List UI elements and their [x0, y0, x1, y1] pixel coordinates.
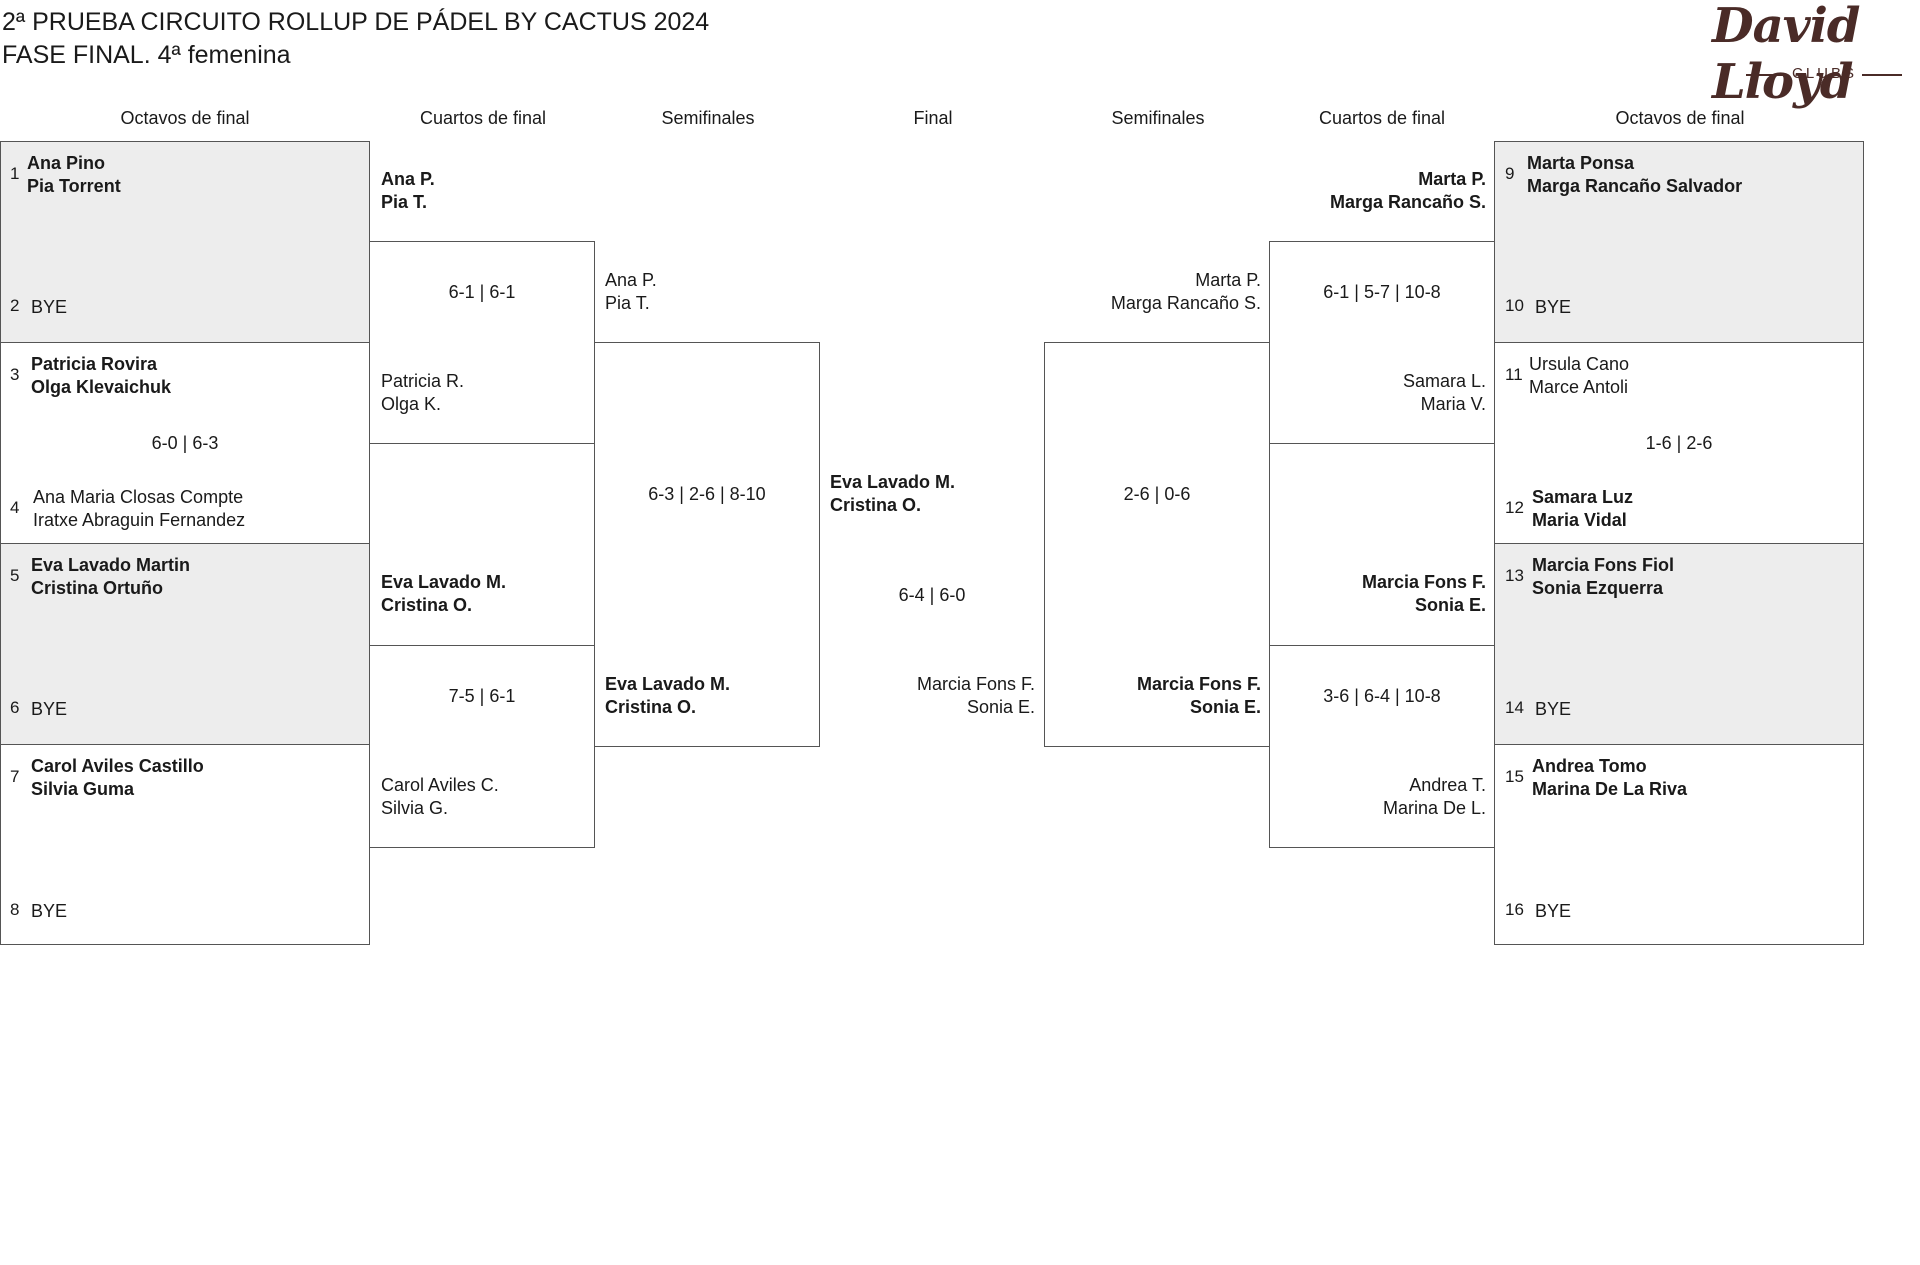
player-name: Marta P. [1418, 169, 1486, 189]
bye-label: BYE [1535, 297, 1572, 317]
seed-number: 10 [1505, 296, 1524, 315]
bye-label: BYE [31, 699, 68, 719]
round-header-right-sf: Semifinales [1111, 108, 1205, 128]
david-lloyd-logo: David Lloyd CLUBS [1712, 0, 1920, 110]
logo-rule-right [1862, 74, 1902, 76]
logo-clubs: CLUBS [1792, 65, 1858, 82]
seed-number: 7 [10, 767, 20, 786]
seed-number: 8 [10, 900, 20, 919]
match-score: 6-0 | 6-3 [151, 433, 219, 453]
round-header-left-sf: Semifinales [661, 108, 755, 128]
player-name: Carol Aviles C. [381, 775, 499, 795]
player-name: Sonia E. [1414, 595, 1486, 615]
player-name: Marga Rancaño Salvador [1527, 176, 1743, 196]
seed-number: 4 [10, 498, 20, 517]
match-box-9-10 [1494, 141, 1864, 343]
player-name: Ursula Cano [1529, 354, 1630, 374]
match-box-5-6 [0, 543, 370, 745]
seed-number: 2 [10, 296, 20, 315]
player-name: Marta P. [1195, 270, 1261, 290]
player-name: Marcia Fons F. [1361, 572, 1486, 592]
seed-number: 3 [10, 365, 20, 384]
player-name: Maria Vidal [1532, 510, 1627, 530]
player-name: Ana Pino [27, 153, 106, 173]
match-score: 6-3 | 2-6 | 8-10 [648, 484, 766, 504]
seed-number: 11 [1505, 365, 1523, 384]
player-name: Silvia Guma [31, 779, 135, 799]
match-score: 6-1 | 5-7 | 10-8 [1323, 282, 1441, 302]
seed-number: 1 [10, 164, 20, 183]
player-name: Eva Lavado Martin [31, 555, 191, 575]
seed-number: 13 [1505, 566, 1524, 585]
player-name: Marcia Fons Fiol [1532, 555, 1675, 575]
player-name: Pia Torrent [27, 176, 121, 196]
player-name: Sonia Ezquerra [1532, 578, 1664, 598]
bye-label: BYE [1535, 699, 1572, 719]
player-name: Iratxe Abraguin Fernandez [33, 510, 246, 530]
round-header-final: Final [913, 108, 953, 128]
player-name: Carol Aviles Castillo [31, 756, 204, 776]
champion-name: Cristina O. [830, 495, 922, 515]
player-name: Pia T. [605, 293, 650, 313]
match-box-1-2 [0, 141, 370, 343]
player-name: Marcia Fons F. [916, 674, 1035, 694]
round-header-right-qf: Cuartos de final [1318, 108, 1446, 128]
seed-number: 16 [1505, 900, 1524, 919]
seed-number: 6 [10, 698, 20, 717]
match-score: 6-1 | 6-1 [448, 282, 516, 302]
logo-wordmark: David Lloyd [1712, 0, 1860, 110]
player-name: Marina De L. [1382, 798, 1486, 818]
player-name: Cristina O. [381, 595, 473, 615]
player-name: Ana P. [605, 270, 657, 290]
seed-number: 14 [1505, 698, 1524, 717]
round-header-left-qf: Cuartos de final [419, 108, 547, 128]
player-name: Marina De La Riva [1532, 779, 1688, 799]
player-name: Marce Antoli [1529, 377, 1629, 397]
player-name: Eva Lavado M. [381, 572, 507, 592]
player-name: Maria V. [1420, 394, 1486, 414]
player-name: Eva Lavado M. [605, 674, 731, 694]
seed-number: 12 [1505, 498, 1524, 517]
player-name: Ana Maria Closas Compte [33, 487, 244, 507]
match-score: 3-6 | 6-4 | 10-8 [1323, 686, 1441, 706]
player-name: Sonia E. [966, 697, 1035, 717]
match-score: 2-6 | 0-6 [1123, 484, 1191, 504]
match-score: 7-5 | 6-1 [448, 686, 516, 706]
logo-rule-left [1746, 74, 1786, 76]
bye-label: BYE [31, 297, 68, 317]
player-name: Cristina O. [605, 697, 697, 717]
player-name: Samara L. [1402, 371, 1486, 391]
match-box-15-16 [1494, 744, 1864, 945]
player-name: Marta Ponsa [1527, 153, 1635, 173]
player-name: Patricia Rovira [31, 354, 158, 374]
player-name: Sonia E. [1189, 697, 1261, 717]
tournament-subtitle: FASE FINAL. 4ª femenina [2, 41, 291, 69]
player-name: Pia T. [381, 192, 428, 212]
round-header-right-r16: Octavos de final [1615, 108, 1745, 128]
player-name: Silvia G. [381, 798, 449, 818]
bye-label: BYE [31, 901, 68, 921]
player-name: Marcia Fons F. [1136, 674, 1261, 694]
player-name: Andrea Tomo [1532, 756, 1647, 776]
match-score: 1-6 | 2-6 [1645, 433, 1713, 453]
player-name: Patricia R. [381, 371, 465, 391]
player-name: Olga K. [381, 394, 442, 414]
seed-number: 5 [10, 566, 20, 585]
sf-match-box-left [594, 342, 820, 747]
player-name: Cristina Ortuño [31, 578, 164, 598]
seed-number: 9 [1505, 164, 1515, 183]
final-score: 6-4 | 6-0 [898, 585, 966, 605]
seed-number: 15 [1505, 767, 1524, 786]
player-name: Marga Rancaño S. [1329, 192, 1486, 212]
champion-name: Eva Lavado M. [830, 472, 956, 492]
player-name: Samara Luz [1532, 487, 1634, 507]
sf-match-box-right [1044, 342, 1270, 747]
player-name: Olga Klevaichuk [31, 377, 172, 397]
player-name: Andrea T. [1409, 775, 1486, 795]
player-name: Marga Rancaño S. [1110, 293, 1261, 313]
tournament-title: 2ª PRUEBA CIRCUITO ROLLUP DE PÁDEL BY CA… [2, 8, 710, 36]
player-name: Ana P. [381, 169, 435, 189]
bye-label: BYE [1535, 901, 1572, 921]
round-header-left-r16: Octavos de final [120, 108, 250, 128]
